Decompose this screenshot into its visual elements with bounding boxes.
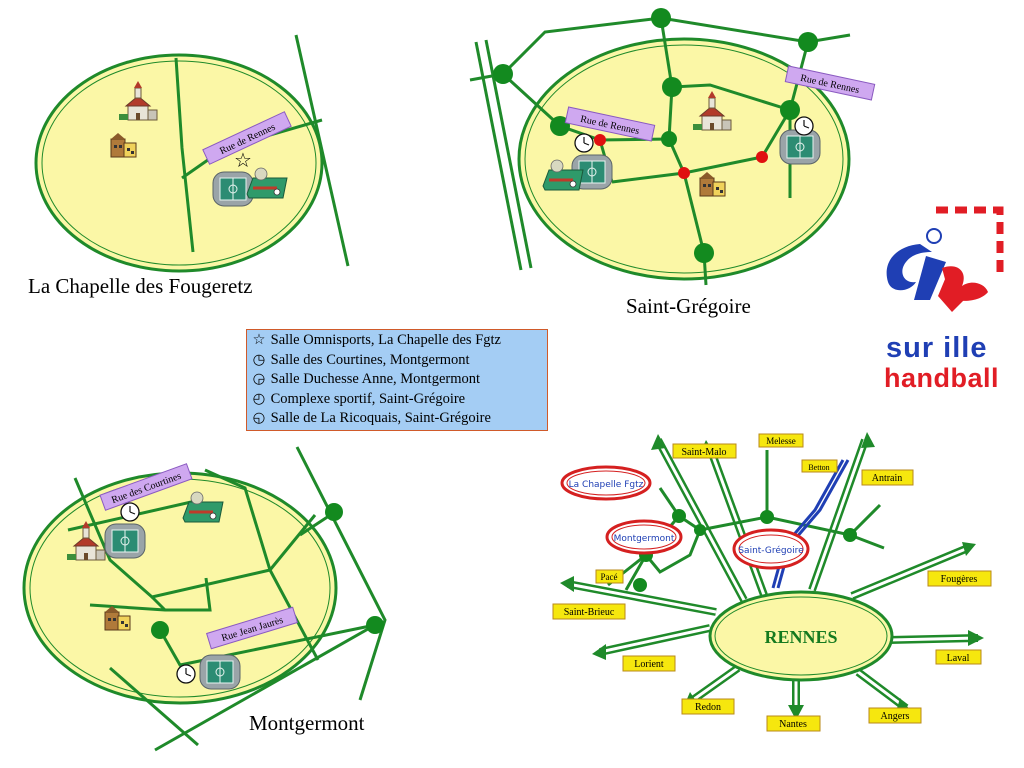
town-name: Montgermont	[614, 534, 675, 544]
club-logo: sur ille handball	[880, 206, 1008, 393]
venue-legend: ☆ Salle Omnisports, La Chapelle des Fgtz…	[246, 329, 548, 431]
legend-item: ☆ Salle Omnisports, La Chapelle des Fgtz	[251, 331, 543, 351]
destination-labels: Saint-Malo Melesse Betton Antrain Fougèr…	[552, 433, 992, 732]
map-rennes-region: RENNES La Chapelle Fgtz Montgermont Sain…	[552, 432, 992, 732]
clock-icon	[574, 133, 594, 153]
clock-icon	[176, 664, 196, 684]
star-icon: ☆	[234, 148, 252, 172]
town-gregoire: Saint-Grégoire	[732, 528, 810, 570]
legend-label: Salle des Courtines, Montgermont	[270, 351, 470, 368]
rennes-label: RENNES	[764, 627, 837, 647]
dest-angers: Angers	[881, 711, 910, 722]
ball-icon	[926, 228, 942, 244]
star-icon: ☆	[252, 332, 266, 348]
dest-laval: Laval	[947, 653, 970, 664]
gregoire-nodes	[493, 8, 818, 263]
logo-text-line2: handball	[884, 363, 1000, 393]
clock-icon: ◶	[252, 371, 266, 388]
legend-item: ◵ Salle de La Ricoquais, Saint-Grégoire	[251, 409, 543, 429]
stadium-icon	[104, 523, 146, 559]
montgermont-nodes	[151, 503, 384, 639]
dest-pace: Pacé	[601, 572, 618, 582]
map-chapelle: ☆ Rue de Rennes	[34, 34, 350, 273]
map-montgermont: Rue des Courtines Rue Jean Jaurès	[22, 446, 387, 752]
legend-label: Salle de La Ricoquais, Saint-Grégoire	[270, 410, 491, 427]
town-title-gregoire: Saint-Grégoire	[626, 294, 751, 318]
dest-antrain: Antrain	[872, 473, 903, 484]
dest-saint-malo: Saint-Malo	[682, 447, 727, 458]
dest-melesse: Melesse	[766, 436, 796, 446]
town-chapelle: La Chapelle Fgtz	[560, 465, 652, 501]
clock-icon: ◷	[252, 351, 266, 368]
dest-saint-brieuc: Saint-Brieuc	[564, 607, 615, 618]
dest-lorient: Lorient	[634, 659, 664, 670]
stadium-icon	[779, 129, 821, 165]
town-title-montgermont: Montgermont	[249, 711, 365, 735]
junction-markers	[594, 134, 768, 179]
stadium-icon	[212, 171, 254, 207]
town-montgermont: Montgermont	[605, 519, 683, 555]
region-nodes	[633, 509, 857, 592]
legend-item: ◴ Complexe sportif, Saint-Grégoire	[251, 390, 543, 410]
dest-fougeres: Fougères	[941, 574, 978, 585]
clock-icon	[120, 502, 140, 522]
legend-item: ◷ Salle des Courtines, Montgermont	[251, 351, 543, 371]
legend-label: Salle Omnisports, La Chapelle des Fgtz	[270, 332, 501, 348]
town-title-chapelle: La Chapelle des Fougeretz	[28, 274, 253, 298]
clock-icon: ◵	[252, 410, 266, 427]
clock-icon	[794, 116, 814, 136]
clock-icon: ◴	[252, 390, 266, 407]
map-gregoire: Rue de Rennes Rue de Rennes	[469, 8, 876, 286]
stadium-icon	[199, 654, 241, 690]
legend-label: Salle Duchesse Anne, Montgermont	[270, 371, 481, 388]
club-logo-graphic	[886, 206, 1004, 312]
legend-item: ◶ Salle Duchesse Anne, Montgermont	[251, 370, 543, 390]
dest-redon: Redon	[695, 702, 721, 713]
logo-text-line1: sur ille	[886, 332, 988, 364]
dest-nantes: Nantes	[779, 719, 807, 730]
town-name: Saint-Grégoire	[738, 545, 804, 556]
legend-label: Complexe sportif, Saint-Grégoire	[270, 390, 466, 407]
town-name: La Chapelle Fgtz	[569, 480, 644, 490]
rennes-ellipse	[708, 590, 894, 682]
dest-betton: Betton	[808, 463, 829, 472]
